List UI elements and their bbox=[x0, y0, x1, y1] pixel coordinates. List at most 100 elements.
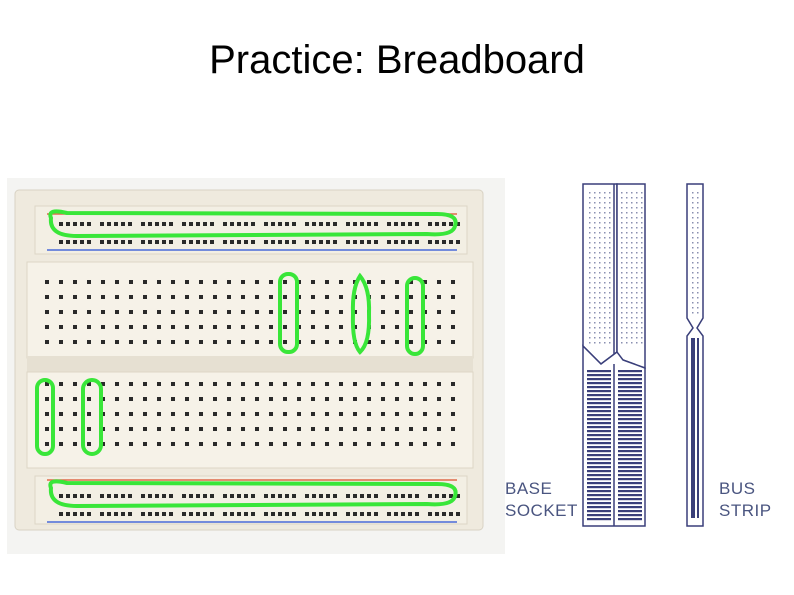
socket-dot bbox=[599, 227, 601, 229]
hole bbox=[325, 310, 329, 314]
socket-dot bbox=[621, 237, 623, 239]
bus-strip-dots bbox=[692, 192, 699, 314]
hole bbox=[325, 280, 329, 284]
hole bbox=[66, 222, 70, 226]
hole bbox=[297, 427, 301, 431]
hole bbox=[155, 494, 159, 498]
socket-dot bbox=[631, 287, 633, 289]
socket-dot bbox=[599, 327, 601, 329]
socket-bar bbox=[587, 506, 611, 509]
hole bbox=[185, 340, 189, 344]
hole bbox=[230, 494, 234, 498]
socket-dot bbox=[621, 287, 623, 289]
bus-dot bbox=[692, 282, 694, 284]
hole bbox=[157, 382, 161, 386]
bus-dot bbox=[697, 292, 699, 294]
hole bbox=[59, 382, 63, 386]
socket-dot bbox=[641, 232, 643, 234]
socket-dot bbox=[604, 197, 606, 199]
hole bbox=[451, 397, 455, 401]
hole bbox=[227, 442, 231, 446]
socket-dot bbox=[594, 322, 596, 324]
socket-dot bbox=[636, 297, 638, 299]
socket-dot bbox=[609, 312, 611, 314]
hole bbox=[353, 240, 357, 244]
socket-dot bbox=[599, 317, 601, 319]
hole bbox=[283, 397, 287, 401]
hole bbox=[255, 397, 259, 401]
hole bbox=[128, 240, 132, 244]
socket-bar bbox=[587, 458, 611, 461]
socket-bar bbox=[618, 386, 642, 389]
hole bbox=[311, 280, 315, 284]
hole bbox=[278, 512, 282, 516]
socket-dot bbox=[641, 257, 643, 259]
hole bbox=[115, 382, 119, 386]
socket-dot bbox=[604, 267, 606, 269]
hole bbox=[129, 397, 133, 401]
hole bbox=[326, 240, 330, 244]
hole bbox=[409, 280, 413, 284]
socket-dot bbox=[626, 262, 628, 264]
hole bbox=[353, 442, 357, 446]
socket-bar bbox=[618, 470, 642, 473]
hole bbox=[171, 397, 175, 401]
hole bbox=[339, 382, 343, 386]
hole bbox=[381, 340, 385, 344]
hole bbox=[394, 222, 398, 226]
hole bbox=[73, 340, 77, 344]
socket-dot bbox=[621, 277, 623, 279]
socket-dot bbox=[609, 242, 611, 244]
hole bbox=[59, 310, 63, 314]
hole bbox=[244, 240, 248, 244]
hole bbox=[255, 325, 259, 329]
socket-dot bbox=[599, 247, 601, 249]
socket-bar bbox=[618, 466, 642, 469]
socket-dot bbox=[594, 237, 596, 239]
hole bbox=[423, 280, 427, 284]
socket-dot bbox=[589, 267, 591, 269]
socket-dot bbox=[609, 217, 611, 219]
hole bbox=[456, 512, 460, 516]
socket-dot bbox=[589, 242, 591, 244]
hole bbox=[325, 295, 329, 299]
hole bbox=[189, 494, 193, 498]
socket-dot bbox=[589, 212, 591, 214]
hole bbox=[449, 512, 453, 516]
socket-dot bbox=[636, 217, 638, 219]
hole bbox=[325, 325, 329, 329]
socket-dot bbox=[621, 282, 623, 284]
hole bbox=[333, 494, 337, 498]
center-channel bbox=[27, 356, 473, 372]
hole bbox=[244, 222, 248, 226]
socket-dot bbox=[631, 292, 633, 294]
socket-bar bbox=[587, 442, 611, 445]
socket-dot bbox=[621, 242, 623, 244]
socket-dot bbox=[604, 242, 606, 244]
socket-dot bbox=[636, 222, 638, 224]
bus-strip-bar-right bbox=[697, 338, 699, 518]
hole bbox=[395, 310, 399, 314]
hole bbox=[451, 295, 455, 299]
socket-dot bbox=[599, 237, 601, 239]
hole bbox=[319, 494, 323, 498]
hole bbox=[185, 382, 189, 386]
hole bbox=[128, 494, 132, 498]
socket-bar bbox=[587, 374, 611, 377]
hole bbox=[210, 240, 214, 244]
hole bbox=[387, 240, 391, 244]
hole bbox=[129, 442, 133, 446]
socket-dot bbox=[594, 257, 596, 259]
socket-dot bbox=[641, 342, 643, 344]
hole bbox=[73, 442, 77, 446]
hole bbox=[283, 412, 287, 416]
hole bbox=[199, 325, 203, 329]
hole bbox=[381, 382, 385, 386]
hole bbox=[59, 512, 63, 516]
socket-dot bbox=[609, 302, 611, 304]
bus-dot bbox=[697, 207, 699, 209]
hole bbox=[387, 512, 391, 516]
hole bbox=[115, 442, 119, 446]
socket-dot bbox=[641, 227, 643, 229]
hole bbox=[101, 310, 105, 314]
